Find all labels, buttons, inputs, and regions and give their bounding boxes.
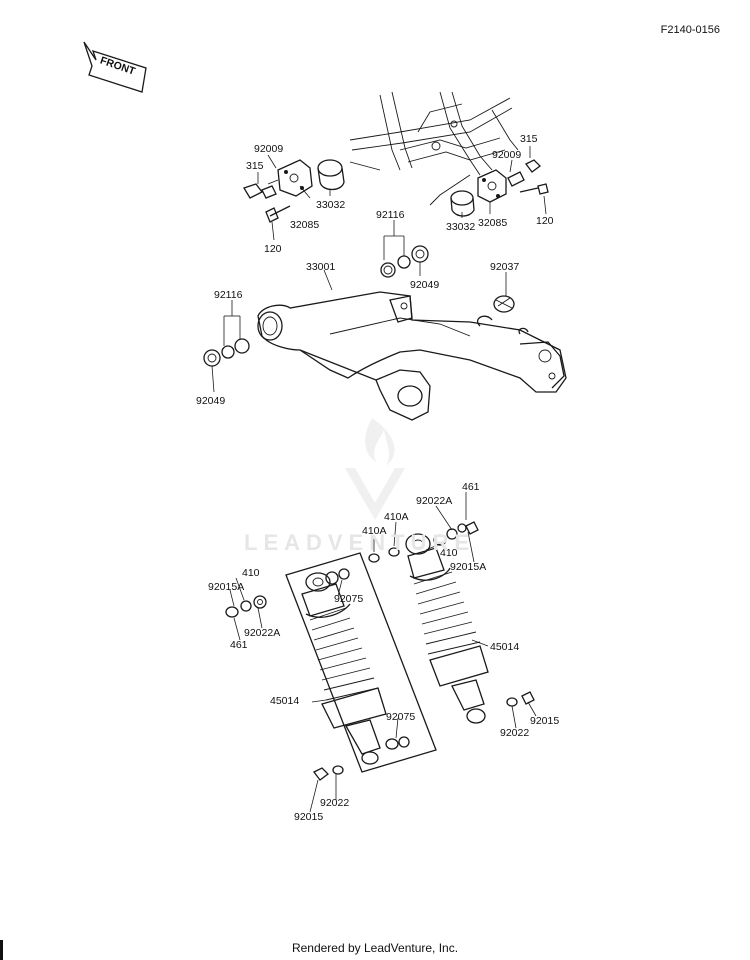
watermark-text: LEADVENTURE bbox=[244, 530, 476, 555]
left-shock-top-hardware bbox=[225, 595, 267, 618]
callout-92015-left-shock: 92015 bbox=[294, 811, 323, 823]
leader-lines bbox=[211, 146, 547, 813]
callout-92075-top: 92075 bbox=[334, 593, 363, 605]
frame-sketch bbox=[349, 91, 519, 206]
front-arrow-label: FRONT bbox=[99, 55, 138, 78]
callout-92015A-left-shock: 92015A bbox=[208, 581, 244, 593]
callout-92049-center: 92049 bbox=[410, 279, 439, 291]
callout-461-right-shock: 461 bbox=[462, 481, 480, 493]
callout-92037: 92037 bbox=[490, 261, 519, 273]
chain-guide-part bbox=[493, 295, 515, 313]
callout-410-left-shock: 410 bbox=[242, 567, 260, 579]
callout-410A-lower: 410A bbox=[362, 525, 387, 537]
callout-92009-right: 92009 bbox=[492, 149, 521, 161]
callout-120-left: 120 bbox=[264, 243, 282, 255]
callout-92015-right-shock: 92015 bbox=[530, 715, 559, 727]
callout-92049-left: 92049 bbox=[196, 395, 225, 407]
callout-92075-bottom: 92075 bbox=[386, 711, 415, 723]
callout-33001-swingarm: 33001 bbox=[306, 261, 335, 273]
callout-92015A-right-shock: 92015A bbox=[450, 561, 486, 573]
right-shock-bottom-hardware bbox=[506, 691, 535, 707]
callout-32085-right: 32085 bbox=[478, 217, 507, 229]
right-upper-mount bbox=[450, 159, 549, 217]
callout-120-right: 120 bbox=[536, 215, 554, 227]
callout-32085-left: 32085 bbox=[290, 219, 319, 231]
callout-410-right-shock: 410 bbox=[440, 547, 458, 559]
swing-arm bbox=[257, 291, 567, 421]
edge-mark bbox=[0, 940, 3, 960]
figure-code: F2140-0156 bbox=[660, 24, 720, 36]
callout-315-right: 315 bbox=[520, 133, 538, 145]
callout-92022-left-shock: 92022 bbox=[320, 797, 349, 809]
left-shock-box bbox=[285, 552, 437, 773]
callout-92022-right-shock: 92022 bbox=[500, 727, 529, 739]
callout-45014-right-shock: 45014 bbox=[490, 641, 519, 653]
left-shock-bottom-hardware bbox=[313, 765, 344, 781]
callout-92116-center: 92116 bbox=[376, 209, 405, 221]
callout-92022A-left-shock: 92022A bbox=[244, 627, 280, 639]
callout-410A-upper: 410A bbox=[384, 511, 409, 523]
front-arrow: FRONT bbox=[83, 41, 147, 93]
callout-45014-left-shock: 45014 bbox=[270, 695, 299, 707]
callout-labels: 92009 315 33032 32085 120 315 92009 3303… bbox=[196, 133, 559, 823]
callout-92116-left: 92116 bbox=[214, 289, 243, 301]
left-upper-mount bbox=[243, 159, 345, 223]
callout-92009-left: 92009 bbox=[254, 143, 283, 155]
right-shock-top-hardware bbox=[368, 521, 479, 563]
callout-92022A-right-shock: 92022A bbox=[416, 495, 452, 507]
right-shock-absorber bbox=[405, 533, 489, 724]
callout-461-left-shock: 461 bbox=[230, 639, 248, 651]
callout-315-left: 315 bbox=[246, 160, 264, 172]
callout-33032-left: 33032 bbox=[316, 199, 345, 211]
callout-33032-right: 33032 bbox=[446, 221, 475, 233]
left-shock-absorber bbox=[301, 568, 410, 765]
left-bearing-set bbox=[203, 300, 250, 367]
watermark-logo bbox=[345, 418, 405, 520]
center-bearing-set bbox=[380, 220, 429, 278]
footer-credit: Rendered by LeadVenture, Inc. bbox=[291, 941, 459, 955]
